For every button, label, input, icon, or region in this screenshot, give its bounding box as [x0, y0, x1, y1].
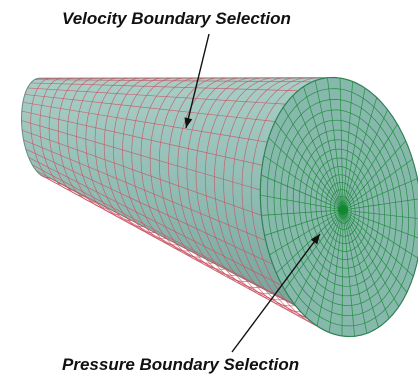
side-grid-ring — [214, 77, 296, 307]
side-grid-ring — [186, 77, 261, 288]
side-grid-ring — [85, 77, 132, 221]
side-grid-ring — [67, 77, 108, 209]
face-grid-ring — [310, 157, 375, 260]
face-grid-ring — [329, 189, 356, 230]
face-grid-ring — [273, 99, 410, 316]
face-grid-ring — [266, 88, 416, 327]
side-grid-ring — [149, 77, 214, 264]
side-grid-ring — [168, 77, 238, 276]
face-grid-ring — [286, 119, 397, 297]
side-grid-ring — [241, 77, 332, 325]
face-grid-ring — [304, 148, 380, 269]
side-grid-ring — [57, 77, 97, 203]
velocity-boundary-label: Velocity Boundary Selection — [62, 9, 291, 28]
pressure-boundary-face — [259, 76, 418, 338]
side-grid-ring — [113, 77, 167, 240]
side-grid-ring — [76, 77, 120, 215]
face-grid-ring — [280, 109, 403, 306]
face-grid-ring — [292, 129, 391, 287]
side-grid-ring — [131, 77, 191, 252]
side-grid-ring — [204, 77, 285, 301]
face-mesh-hub — [338, 205, 348, 215]
face-grid-ring — [260, 77, 418, 337]
side-grid-ring — [177, 77, 249, 282]
velocity-boundary-surface — [21, 77, 357, 338]
face-grid-ring — [334, 195, 352, 224]
face-grid-ring — [325, 182, 360, 237]
pressure-boundary-label: Pressure Boundary Selection — [62, 355, 300, 374]
side-grid-ring — [122, 77, 179, 246]
side-grid-ring — [195, 77, 273, 295]
velocity-callout-arrow — [185, 33, 210, 129]
side-grid-ring — [30, 77, 61, 185]
face-grid-ring — [320, 174, 365, 244]
pressure-callout-arrow-head — [310, 234, 320, 245]
pressure-callout-arrow — [231, 233, 321, 353]
side-grid-ring — [48, 77, 85, 197]
velocity-callout-arrow-head — [184, 117, 193, 128]
face-grid-ring — [315, 166, 370, 252]
side-grid-ring — [103, 77, 155, 233]
side-grid-ring — [39, 77, 73, 191]
side-grid-ring — [140, 77, 202, 258]
face-grid-ring — [298, 139, 386, 278]
side-grid-ring — [158, 77, 226, 270]
side-grid-ring — [94, 77, 144, 227]
callout-arrows — [184, 33, 321, 353]
side-grid-ring — [250, 77, 343, 331]
side-grid-ring — [232, 77, 320, 319]
